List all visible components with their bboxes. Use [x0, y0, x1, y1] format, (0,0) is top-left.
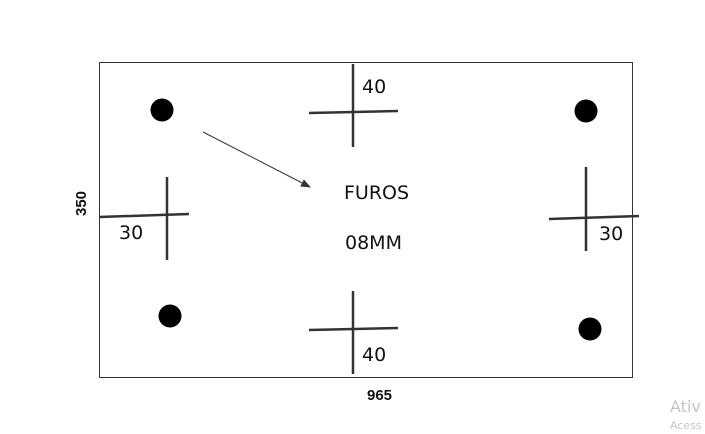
- watermark-line-2: Acess: [670, 419, 702, 432]
- watermark-line-1: Ativ: [670, 397, 701, 416]
- dim-top-spacing: 40: [362, 76, 386, 98]
- plate-outline: [99, 62, 633, 378]
- cross-marker-left: [98, 177, 190, 260]
- dim-height-label: 350: [73, 191, 90, 216]
- cross-marker-top: [308, 64, 399, 147]
- hole-top-left: [150, 98, 174, 122]
- note-pointer-arrow: [202, 131, 311, 188]
- dim-left-spacing: 30: [119, 222, 143, 244]
- hole-top-right: [574, 99, 598, 123]
- cross-marker-right: [548, 167, 640, 251]
- cross-marker-bottom: [308, 291, 399, 374]
- dim-right-spacing: 30: [599, 223, 623, 245]
- hole-bottom-right: [578, 317, 602, 341]
- note-furos: FUROS: [344, 182, 409, 204]
- note-diameter: 08MM: [345, 232, 402, 254]
- dim-bottom-spacing: 40: [362, 344, 386, 366]
- dim-width-label: 965: [367, 387, 392, 404]
- hole-bottom-left: [158, 304, 182, 328]
